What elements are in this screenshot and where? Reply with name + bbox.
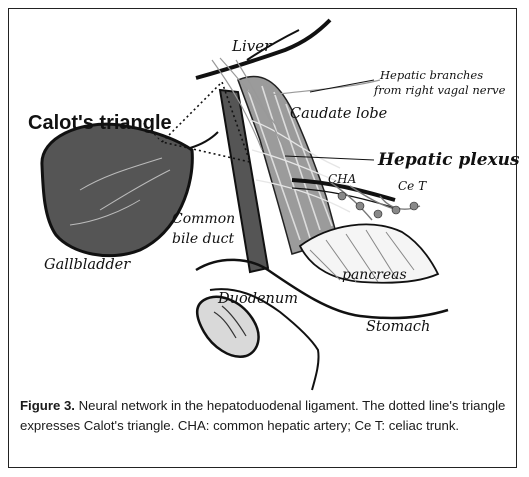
label-gallbladder: Gallbladder	[44, 257, 131, 273]
label-duodenum: Duodenum	[217, 291, 298, 307]
caption-text: Neural network in the hepatoduodenal lig…	[20, 398, 505, 433]
figure-caption: Figure 3. Neural network in the hepatodu…	[20, 396, 520, 436]
label-cha: CHA	[328, 172, 357, 186]
label-calots-triangle: Calot's triangle	[28, 112, 172, 134]
figure-number: Figure 3.	[20, 398, 75, 413]
anatomy-diagram: Liver Hepatic branches from right vagal …	[9, 9, 519, 394]
label-stomach: Stomach	[366, 319, 430, 335]
label-hepatic-branches: Hepatic branches	[379, 68, 483, 82]
label-cet: Ce T	[398, 179, 427, 193]
label-hepatic-plexus: Hepatic plexus	[377, 150, 519, 170]
label-liver: Liver	[231, 37, 272, 55]
label-common: Common	[172, 211, 235, 227]
label-pancreas: pancreas	[342, 267, 407, 283]
label-bile-duct: bile duct	[172, 231, 234, 247]
label-caudate-lobe: Caudate lobe	[290, 106, 387, 122]
label-hepatic-branches-2: from right vagal nerve	[373, 83, 506, 97]
